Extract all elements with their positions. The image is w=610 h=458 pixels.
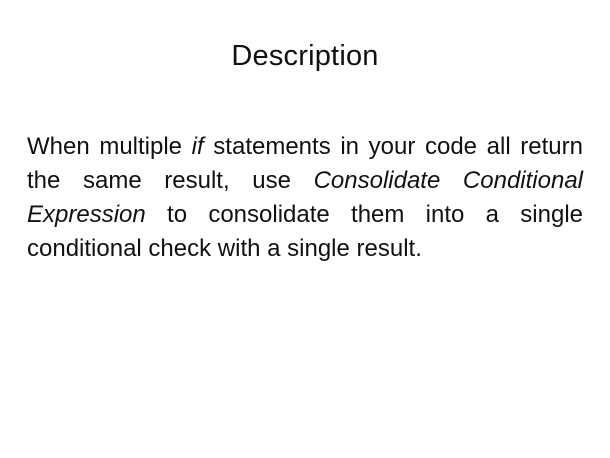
paragraph-text-part-2: statements in your code all return the s…: [27, 133, 583, 194]
if-keyword: if: [191, 133, 204, 160]
technique-name: Consolidate Conditional Expression: [27, 167, 584, 228]
slide-title: Description: [231, 40, 379, 72]
slide-body-paragraph: When multiple if statements in your code…: [27, 130, 583, 266]
paragraph-text-part-3: to consolidate them into a single condit…: [27, 201, 583, 262]
paragraph-text-part-1: When multiple: [27, 133, 192, 160]
